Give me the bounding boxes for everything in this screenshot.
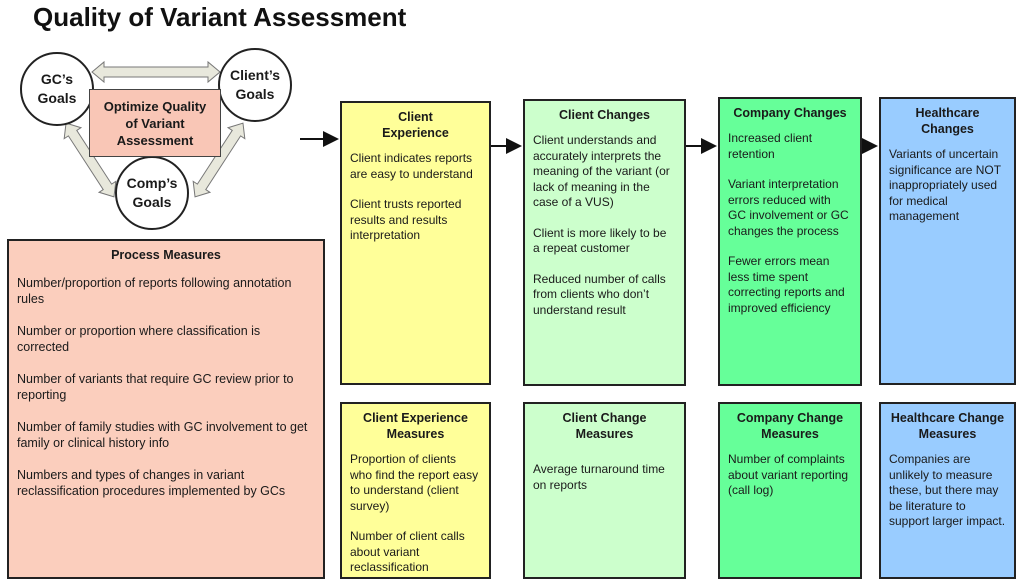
client-change-measures-header: Client Change Measures (562, 411, 647, 441)
client-goals-circle: Client’s Goals (218, 48, 292, 122)
optimize-quality-box: Optimize Quality of Variant Assessment (89, 89, 221, 157)
list-item: Number of complaints about variant repor… (728, 452, 849, 497)
gc-comp-double-arrow (63, 122, 117, 198)
list-item: Client indicates reports are easy to und… (350, 151, 473, 181)
list-item: Number or proportion where classificatio… (17, 324, 261, 354)
company-change-measures-header: Company Change Measures (736, 411, 844, 441)
gc-goals-circle: GC’s Goals (20, 52, 94, 126)
list-item: Number of client calls about variant rec… (350, 529, 465, 574)
list-item: Variants of uncertain significance are N… (889, 147, 1001, 223)
client-experience-box: Client Experience Client indicates repor… (340, 101, 491, 385)
process-measures-box: Process Measures Number/proportion of re… (7, 239, 325, 579)
list-item: Numbers and types of changes in variant … (17, 468, 286, 498)
gc-client-double-arrow (91, 60, 221, 84)
list-item: Companies are unlikely to measure these,… (889, 452, 1006, 528)
healthcare-changes-header: Healthcare Changes (915, 106, 980, 136)
list-item: Average turnaround time on reports (533, 462, 665, 492)
healthcare-changes-box: Healthcare Changes Variants of uncertain… (879, 97, 1016, 385)
page-title: Quality of Variant Assessment (33, 2, 407, 32)
list-item: Client understands and accurately interp… (533, 133, 670, 209)
list-item: Number of family studies with GC involve… (17, 420, 308, 450)
list-item: Number/proportion of reports following a… (17, 276, 292, 306)
list-item: Client trusts reported results and resul… (350, 197, 462, 242)
company-change-measures-box: Company Change Measures Number of compla… (718, 402, 862, 579)
client-experience-header: Client Experience (382, 110, 449, 140)
list-item: Number of variants that require GC revie… (17, 372, 294, 402)
client-change-measures-box: Client Change Measures Average turnaroun… (523, 402, 686, 579)
client-changes-box: Client Changes Client understands and ac… (523, 99, 686, 386)
process-measures-header: Process Measures (111, 248, 221, 262)
list-item: Variant interpretation errors reduced wi… (728, 177, 849, 238)
list-item: Client is more likely to be a repeat cus… (533, 225, 667, 256)
healthcare-change-measures-box: Healthcare Change Measures Companies are… (879, 402, 1016, 579)
company-changes-box: Company Changes Increased client retenti… (718, 97, 862, 386)
client-experience-measures-header: Client Experience Measures (363, 411, 468, 441)
client-comp-double-arrow (192, 122, 246, 198)
company-changes-header: Company Changes (733, 106, 847, 120)
client-experience-measures-box: Client Experience Measures Proportion of… (340, 402, 491, 579)
list-item: Increased client retention (728, 131, 813, 161)
optimize-quality-label: Optimize Quality of Variant Assessment (103, 98, 207, 148)
list-item: Proportion of clients who find the repor… (350, 452, 479, 513)
client-changes-header: Client Changes (559, 108, 650, 122)
comp-goals-circle: Comp’s Goals (115, 156, 189, 230)
healthcare-change-measures-header: Healthcare Change Measures (890, 411, 1005, 441)
list-item: Reduced number of calls from clients who… (533, 271, 666, 317)
list-item: Fewer errors mean less time spent correc… (728, 254, 845, 315)
